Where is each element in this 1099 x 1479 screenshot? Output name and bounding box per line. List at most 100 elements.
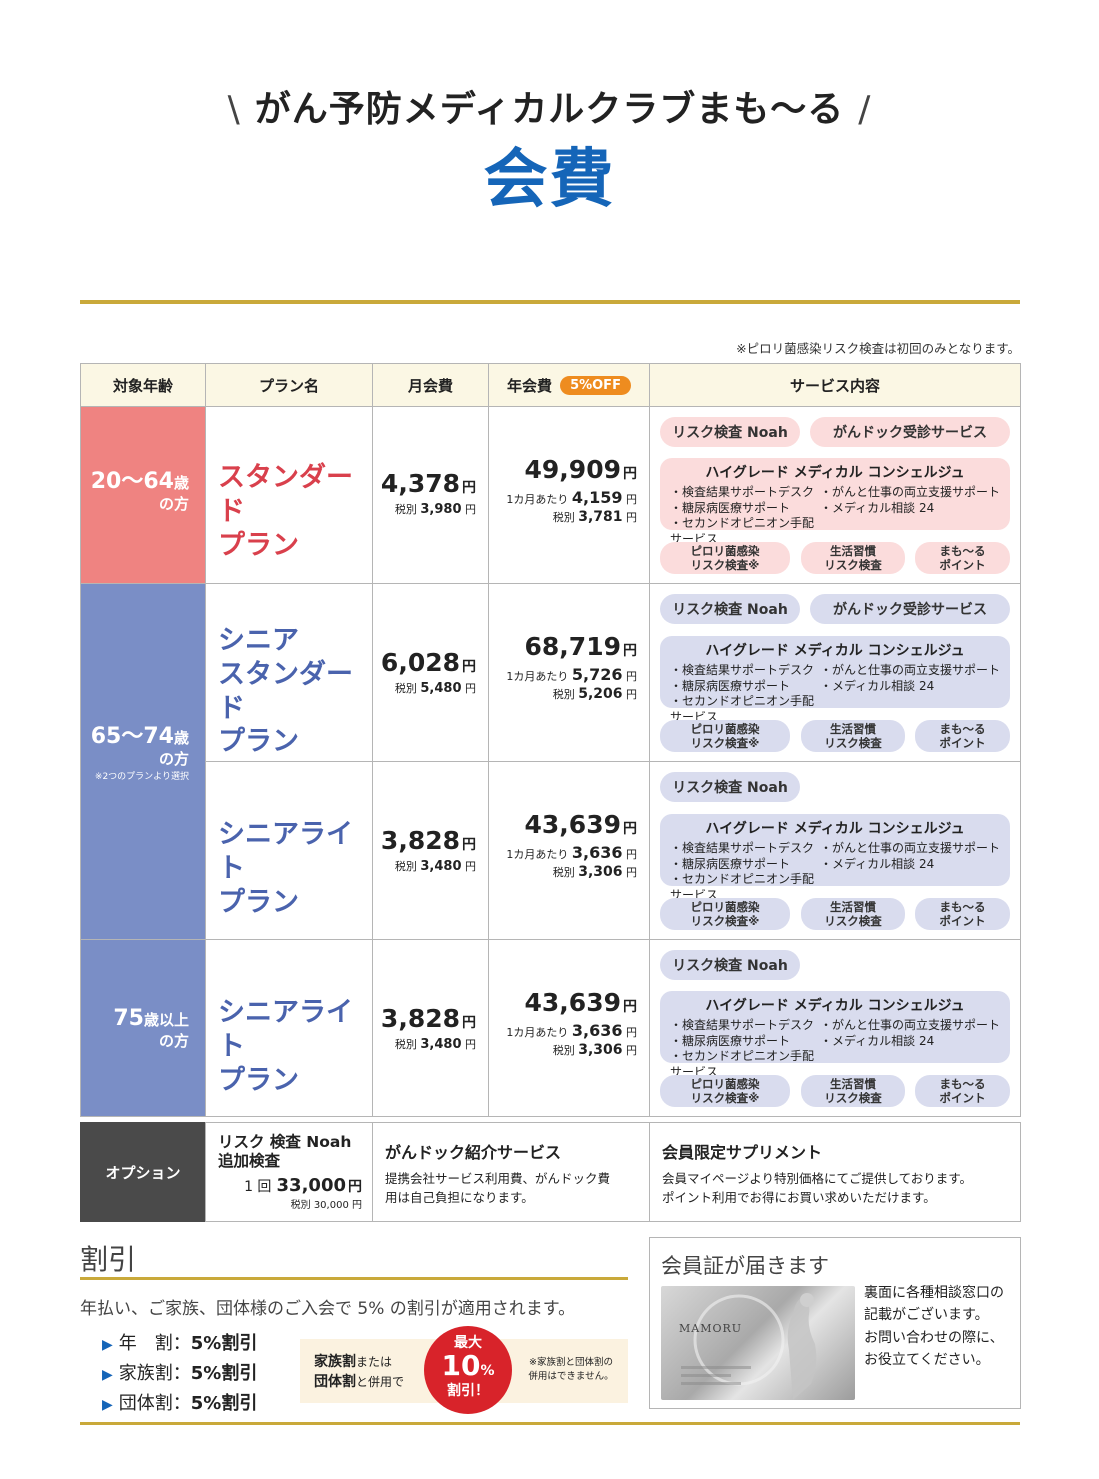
concierge-item: ・検査結果サポートデスク (670, 663, 815, 677)
triangle-icon: ▶ (102, 1367, 113, 1383)
max-discount-badge: 最大 10% 割引！ (424, 1326, 512, 1414)
option-dock-title: がんドック紹介サービス (385, 1143, 562, 1162)
service-pill-points: まも〜るポイント (915, 898, 1010, 930)
yen-unit: 円 (465, 681, 476, 695)
annual-price: 43,639 (524, 988, 621, 1017)
discount-item: ▶ 年 割：5%割引 (102, 1329, 257, 1355)
age-unit: 歳 (173, 474, 189, 492)
concierge-item: ・糖尿病医療サポート (670, 678, 791, 693)
discount-underline (80, 1277, 628, 1280)
service-pill-lifestyle: 生活習慣リスク検査 (801, 1075, 905, 1107)
yen-unit: 円 (465, 1037, 476, 1051)
option-dock-line2: 用は自己負担になります。 (385, 1190, 534, 1206)
option-supplement-line2: ポイント利用でお得にお買い求めいただけます。 (662, 1190, 936, 1206)
per-month-label: 1カ月あたり (506, 492, 569, 506)
yen-unit: 円 (626, 688, 637, 702)
page-title: 会費 (483, 143, 616, 217)
yen-unit: 円 (623, 999, 637, 1015)
yen-unit: 円 (465, 859, 476, 873)
concierge-item: ・がんと仕事の両立支援サポート (820, 663, 1001, 677)
plan-row-4-name: シニアライトプラン (205, 939, 373, 1117)
service-pill-dock: がんドック受診サービス (810, 417, 1010, 447)
plan-name-line2: プラン (218, 529, 299, 561)
option-supplement: 会員限定サプリメント 会員マイページより特別価格にてご提供しております。 ポイン… (649, 1122, 1021, 1222)
off-badge: 5%OFF (560, 375, 631, 395)
per-month-price: 5,726 (571, 664, 623, 684)
age-value: 20～64 (90, 469, 174, 494)
header-age: 対象年齢 (80, 363, 206, 407)
service-pill-noah: リスク検査 Noah (660, 594, 800, 624)
discount-item-label: 家族割： (118, 1363, 191, 1384)
option-dock: がんドック紹介サービス 提携会社サービス利用費、がんドック費 用は自己負担になり… (372, 1122, 650, 1222)
service-pill-noah: リスク検査 Noah (660, 772, 800, 802)
triangle-icon: ▶ (102, 1337, 113, 1353)
concierge-item: ・メディカル相談 24 (820, 678, 935, 693)
discount-item-value: 5%割引 (190, 1363, 258, 1384)
age-value: 75 (113, 1006, 144, 1031)
yen-unit: 円 (626, 847, 637, 861)
yen-unit: 円 (626, 1044, 637, 1058)
concierge-item: ・検査結果サポートデスク (670, 485, 815, 499)
combo-family: 家族割 (314, 1354, 356, 1370)
zeibetsu-label: 税別 (552, 688, 575, 702)
member-card-image: MAMORU (661, 1286, 855, 1400)
yen-unit: 円 (623, 466, 637, 482)
combo-with: と併用で (356, 1375, 405, 1390)
subtitle-text: がん予防メディカルクラブまも〜る (254, 89, 845, 130)
option-noah-price: 33,000 (276, 1174, 346, 1196)
age-group-2: 65～74歳 の方 ※2つのプランより選択 (80, 583, 206, 940)
yen-unit: 円 (462, 1015, 476, 1031)
annual-net: 3,306 (578, 864, 623, 881)
member-card-box (649, 1237, 1021, 1409)
yen-unit: 円 (462, 480, 476, 496)
service-pill-noah: リスク検査 Noah (660, 417, 800, 447)
per-month-price: 4,159 (571, 487, 623, 507)
age-note: ※2つのプランより選択 (94, 772, 189, 783)
badge-number: 10 (441, 1349, 481, 1382)
age-unit: 歳 (173, 729, 189, 747)
concierge-item: ・糖尿病医療サポート (670, 500, 791, 515)
member-card-title: 会員証が届きます (661, 1254, 829, 1278)
service-pill-pylori: ピロリ菌感染リスク検査※ (660, 720, 790, 752)
monthly-price: 3,828 (380, 826, 460, 855)
concierge-title: ハイグレード メディカル コンシェルジュ (705, 998, 965, 1014)
age-group-3: 75歳以上 の方 (80, 939, 206, 1117)
concierge-item: ・検査結果サポートデスク (670, 841, 815, 855)
discount-item: ▶ 家族割：5%割引 (102, 1359, 257, 1385)
yen-unit: 円 (626, 866, 637, 880)
monthly-net: 3,480 (420, 1036, 462, 1052)
badge-bottom: 割引！ (447, 1383, 489, 1399)
concierge-title: ハイグレード メディカル コンシェルジュ (705, 821, 965, 837)
yen-unit: 円 (626, 492, 637, 506)
combo-group: 団体割 (314, 1374, 356, 1391)
combo-text: 家族割または 団体割と併用で (314, 1352, 404, 1393)
concierge-item: ・がんと仕事の両立支援サポート (820, 485, 1001, 499)
age-value: 65～74 (90, 724, 174, 749)
plan-name-line1: シニアライト (218, 997, 353, 1062)
zeibetsu-label: 税別 (394, 502, 417, 516)
gold-divider-bottom (80, 1422, 1020, 1425)
discount-item-value: 5%割引 (190, 1333, 258, 1354)
discount-desc: 年払い、ご家族、団体様のご入会で 5% の割引が適用されます。 (80, 1299, 576, 1319)
per-month-label: 1カ月あたり (506, 669, 569, 683)
annual-price: 68,719 (524, 632, 621, 661)
zeibetsu-label: 税別 (552, 1044, 575, 1058)
option-noah-pre: 1 回 (244, 1178, 272, 1195)
age-suffix: の方 (158, 1032, 189, 1051)
plan-name-line1: スタンダード (218, 462, 353, 527)
service-pill-points: まも〜るポイント (915, 542, 1010, 574)
combo-note: ※家族割と団体割の併用はできません。 (528, 1357, 614, 1382)
age-unit: 歳以上 (143, 1011, 189, 1029)
zeibetsu-label: 税別 (394, 681, 417, 695)
concierge-item: ・糖尿病医療サポート (670, 1033, 791, 1048)
discount-item-label: 年 割： (118, 1333, 191, 1354)
concierge-title: ハイグレード メディカル コンシェルジュ (705, 643, 965, 659)
service-pill-lifestyle: 生活習慣リスク検査 (801, 720, 905, 752)
concierge-item: ・メディカル相談 24 (820, 856, 935, 871)
concierge-item: ・がんと仕事の両立支援サポート (820, 841, 1001, 855)
